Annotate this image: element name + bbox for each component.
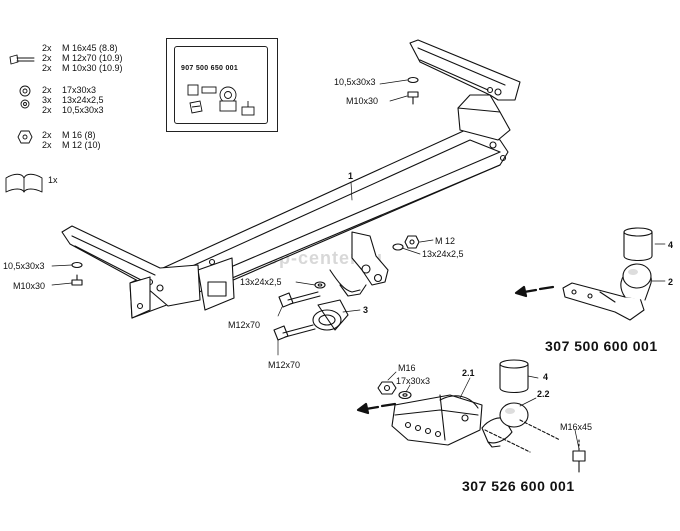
label-washer-mid: 13x24x2,5 bbox=[240, 277, 282, 287]
left-side-bracket bbox=[61, 225, 216, 319]
bolt-m12-upper bbox=[278, 291, 321, 308]
detachable-mount-plate bbox=[391, 394, 483, 446]
crossbar bbox=[129, 107, 511, 319]
callout-part-4-fixed: 4 bbox=[668, 240, 674, 250]
manual-quantity: 1x bbox=[48, 175, 58, 185]
kit-number-detachable: 307 526 600 001 bbox=[462, 478, 575, 494]
nut-m12-center bbox=[392, 235, 420, 251]
cover-cap-3 bbox=[312, 299, 349, 331]
bolt-m10-top-right bbox=[407, 76, 419, 105]
washer-17x30 bbox=[398, 390, 412, 400]
washer-13x24-mid bbox=[314, 281, 326, 289]
label-nut-center: M 12 bbox=[435, 236, 456, 246]
direction-arrow-fixed bbox=[514, 285, 555, 298]
callout-part-2-1: 2.1 bbox=[462, 368, 475, 378]
bolt-m10-left bbox=[71, 261, 83, 286]
label-washer-center: 13x24x2,5 bbox=[422, 249, 464, 259]
callout-part-1: 1 bbox=[348, 171, 354, 181]
right-side-bracket bbox=[409, 39, 521, 162]
parts-list-icons bbox=[5, 54, 43, 193]
label-bolt-m16x45: M16x45 bbox=[560, 422, 593, 432]
kit-number-fixed: 307 500 600 001 bbox=[545, 338, 658, 354]
leader-lines bbox=[51, 79, 666, 450]
instruction-card: 907 500 650 001 bbox=[166, 38, 278, 132]
direction-arrow-detachable bbox=[356, 402, 397, 415]
label-bolt-top-right: M10x30 bbox=[346, 96, 379, 106]
label-bolt-m12-lower: M12x70 bbox=[268, 360, 301, 370]
label-bolt-left: M10x30 bbox=[13, 281, 46, 291]
center-mount-plate bbox=[329, 231, 389, 297]
callout-part-3: 3 bbox=[363, 305, 369, 315]
bolt-m16x45 bbox=[572, 439, 586, 473]
nut-m16 bbox=[377, 381, 397, 395]
detachable-ball-neck bbox=[481, 359, 561, 453]
callout-part-4-detachable: 4 bbox=[543, 372, 549, 382]
ball-neck-fixed bbox=[562, 227, 653, 321]
callout-part-2-2: 2.2 bbox=[537, 389, 550, 399]
instruction-card-code: 907 500 650 001 bbox=[181, 65, 239, 72]
callout-part-2: 2 bbox=[668, 277, 674, 287]
label-bolt-m12-upper: M12x70 bbox=[228, 320, 261, 330]
bolt-m12-lower bbox=[273, 324, 316, 341]
label-washer-left: 10,5x30x3 bbox=[3, 261, 45, 271]
instruction-card-inner: 907 500 650 001 bbox=[174, 46, 268, 124]
label-washer-17x30: 17x30x3 bbox=[396, 376, 431, 386]
label-washer-top-right: 10,5x30x3 bbox=[334, 77, 376, 87]
instruction-card-icons bbox=[187, 84, 255, 116]
label-nut-m16: M16 bbox=[398, 363, 416, 373]
